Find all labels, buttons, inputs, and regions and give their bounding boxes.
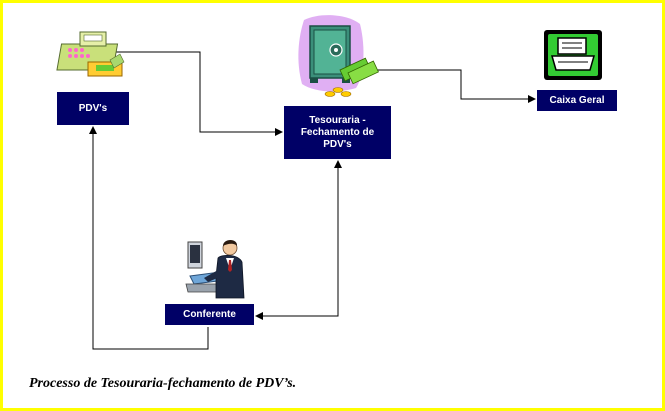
safe-with-money-icon bbox=[298, 15, 379, 97]
node-caixa-geral: Caixa Geral bbox=[537, 90, 617, 111]
edge-pdv-to-tesouraria bbox=[110, 51, 283, 136]
edge-conferente-tesouraria bbox=[255, 160, 342, 320]
node-conferente: Conferente bbox=[165, 304, 254, 325]
edge-tesouraria-to-caixa bbox=[358, 69, 536, 103]
node-pdv: PDV's bbox=[57, 92, 129, 125]
figure-caption: Processo de Tesouraria-fechamento de PDV… bbox=[29, 376, 297, 391]
person-at-computer-icon bbox=[185, 240, 245, 299]
node-tesouraria: Tesouraria - Fechamento de PDV's bbox=[284, 106, 391, 159]
edge-conferente-to-pdv bbox=[89, 126, 209, 350]
register-printer-icon bbox=[544, 30, 602, 80]
cash-register-icon bbox=[56, 31, 125, 77]
